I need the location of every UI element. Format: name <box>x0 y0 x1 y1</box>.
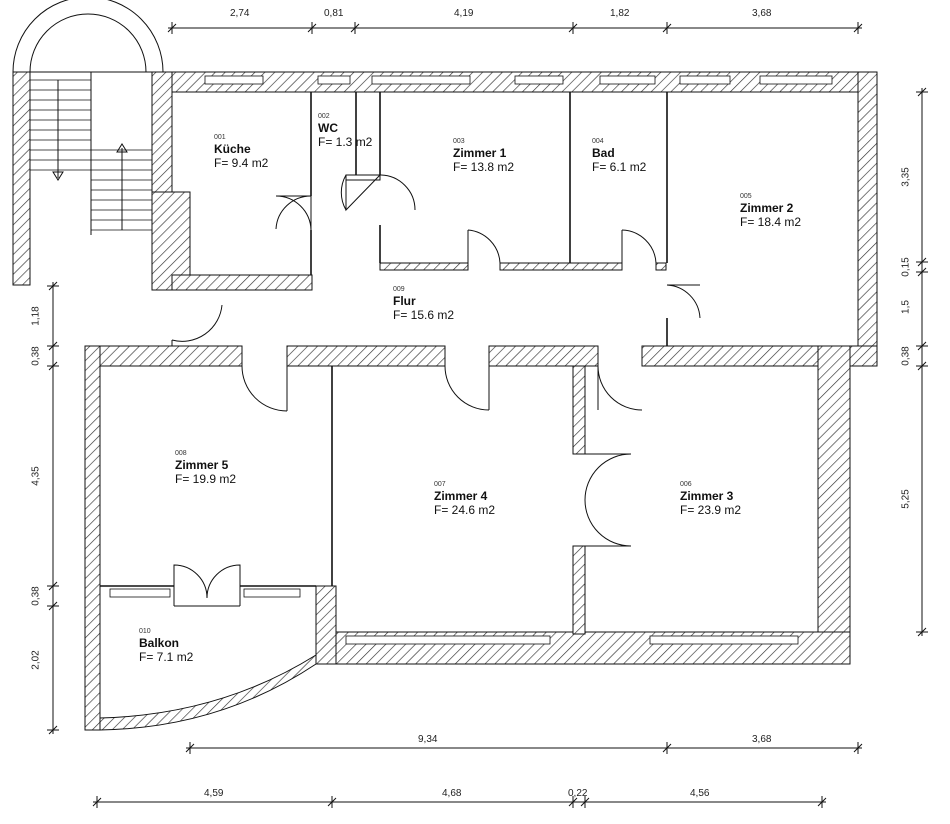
room-bad: 004 Bad F= 6.1 m2 <box>592 138 646 174</box>
room-area: F= 15.6 m2 <box>393 308 455 322</box>
room-number: 001 <box>214 134 226 141</box>
dim-right-1: 3,35 <box>900 167 912 187</box>
dim-left-5: 2,02 <box>30 650 42 670</box>
dim-top-3: 4,19 <box>454 8 474 19</box>
room-number: 002 <box>318 113 330 120</box>
dim-right-2: 0,15 <box>900 257 912 277</box>
room-zimmer4: 007 Zimmer 4 F= 24.6 m2 <box>434 481 495 517</box>
dim-bottom2-1: 4,59 <box>204 788 224 799</box>
room-area: F= 18.4 m2 <box>740 215 802 229</box>
room-name: Zimmer 3 <box>680 489 734 503</box>
room-name: Zimmer 5 <box>175 458 229 472</box>
dim-top-2: 0,81 <box>324 8 344 19</box>
room-area: F= 1.3 m2 <box>318 135 373 149</box>
room-number: 010 <box>139 628 151 635</box>
room-number: 003 <box>453 138 465 145</box>
room-area: F= 19.9 m2 <box>175 472 237 486</box>
dim-right-5: 5,25 <box>900 489 912 509</box>
room-wc: 002 WC F= 1.3 m2 <box>318 113 372 149</box>
room-number: 004 <box>592 138 604 145</box>
room-area: F= 7.1 m2 <box>139 650 194 664</box>
room-number: 006 <box>680 481 692 488</box>
dim-bottom2-2: 4,68 <box>442 788 462 799</box>
walls <box>84 71 878 731</box>
room-name: Zimmer 2 <box>740 201 794 215</box>
dim-left-3: 4,35 <box>30 466 42 486</box>
room-flur: 009 Flur F= 15.6 m2 <box>393 286 454 322</box>
room-number: 007 <box>434 481 446 488</box>
dim-bottom1-1: 9,34 <box>418 734 438 745</box>
room-name: Küche <box>214 142 251 156</box>
staircase <box>12 0 164 286</box>
dim-left-4: 0,38 <box>30 586 42 606</box>
thin-walls <box>100 92 668 587</box>
room-area: F= 6.1 m2 <box>592 160 647 174</box>
room-area: F= 23.9 m2 <box>680 503 742 517</box>
room-balkon: 010 Balkon F= 7.1 m2 <box>139 628 193 664</box>
room-number: 008 <box>175 450 187 457</box>
room-zimmer5: 008 Zimmer 5 F= 19.9 m2 <box>175 450 236 486</box>
dim-top-4: 1,82 <box>610 8 630 19</box>
dim-left-2: 0,38 <box>30 346 42 366</box>
room-zimmer1: 003 Zimmer 1 F= 13.8 m2 <box>453 138 514 174</box>
room-area: F= 24.6 m2 <box>434 503 496 517</box>
dim-top-1: 2,74 <box>230 8 250 19</box>
dim-bottom2-4: 4,56 <box>690 788 710 799</box>
room-name: Zimmer 1 <box>453 146 507 160</box>
windows <box>109 75 833 645</box>
dim-top-5: 3,68 <box>752 8 772 19</box>
dim-bottom2-3: 0,22 <box>568 788 588 799</box>
room-name: WC <box>318 121 338 135</box>
room-area: F= 13.8 m2 <box>453 160 515 174</box>
dim-bottom1-2: 3,68 <box>752 734 772 745</box>
dim-right-3: 1,5 <box>900 300 912 314</box>
dimension-lines <box>47 22 928 808</box>
room-number: 009 <box>393 286 405 293</box>
room-name: Flur <box>393 294 416 308</box>
room-zimmer2: 005 Zimmer 2 F= 18.4 m2 <box>740 193 801 229</box>
room-name: Bad <box>592 146 615 160</box>
room-name: Balkon <box>139 636 180 650</box>
dim-left-1: 1,18 <box>30 306 42 326</box>
dim-right-4: 0,38 <box>900 346 912 366</box>
room-area: F= 9.4 m2 <box>214 156 269 170</box>
room-kueche: 001 Küche F= 9.4 m2 <box>214 134 268 170</box>
balcony <box>99 606 317 731</box>
doors <box>171 174 701 607</box>
stair-treads <box>30 79 152 231</box>
room-zimmer3: 006 Zimmer 3 F= 23.9 m2 <box>680 481 741 517</box>
room-number: 005 <box>740 193 752 200</box>
room-name: Zimmer 4 <box>434 489 488 503</box>
